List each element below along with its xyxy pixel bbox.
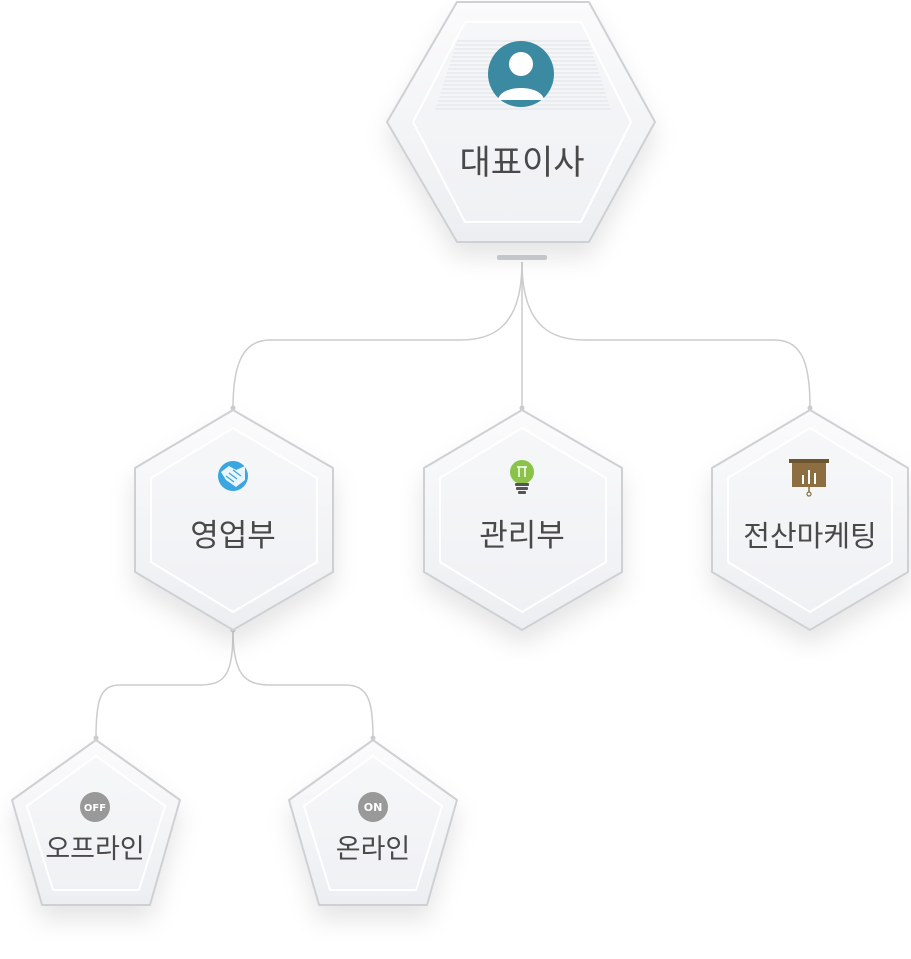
node-offline-label: 오프라인 <box>45 834 144 865</box>
node-offline[interactable]: OFF 오프라인 <box>11 739 181 906</box>
node-online-label: 온라인 <box>336 834 411 865</box>
on-badge-text: ON <box>364 801 383 814</box>
node-ceo-label: 대표이사 <box>459 143 584 183</box>
node-marketing[interactable]: 전산마케팅 <box>711 409 909 631</box>
person-icon <box>488 41 554 107</box>
connectors <box>95 255 811 739</box>
node-sales[interactable]: 영업부 <box>134 409 334 631</box>
handshake-icon <box>218 461 248 491</box>
connector-root-sales <box>232 261 523 409</box>
node-marketing-label: 전산마케팅 <box>743 519 876 553</box>
node-ceo[interactable]: 대표이사 <box>386 1 656 243</box>
off-badge-icon: OFF <box>80 792 110 822</box>
lightbulb-icon <box>510 460 534 494</box>
connector-root-marketing <box>521 261 811 409</box>
node-admin[interactable]: 관리부 <box>423 409 623 631</box>
connector-sales-online <box>232 629 374 739</box>
node-sales-label: 영업부 <box>190 518 276 554</box>
on-badge-icon: ON <box>358 792 388 822</box>
node-admin-label: 관리부 <box>479 518 565 554</box>
presentation-board-icon <box>789 459 829 497</box>
off-badge-text: OFF <box>84 803 106 814</box>
connector-sales-offline <box>95 629 234 739</box>
root-connector-tab <box>497 255 547 260</box>
node-online[interactable]: ON 온라인 <box>288 739 458 906</box>
